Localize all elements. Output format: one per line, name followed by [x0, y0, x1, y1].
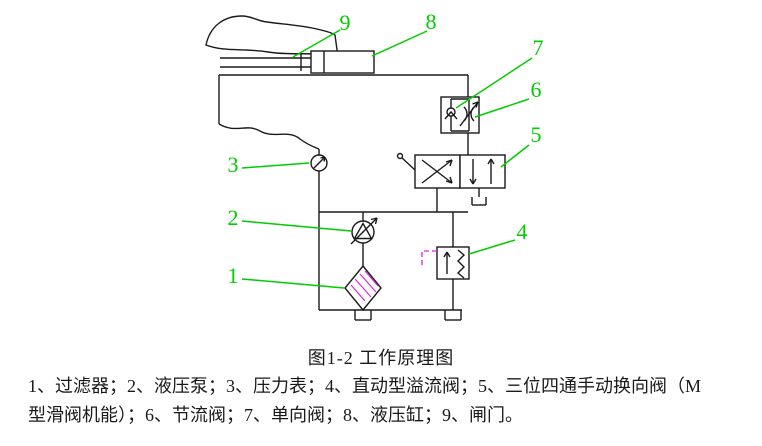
circuit-lines — [205, 15, 506, 321]
tank-symbol-right — [444, 310, 462, 321]
legend-line-2: 型滑阀机能）；6、节流阀；7、单向阀；8、液压缸；9、闸门。 — [28, 405, 523, 425]
leader-5 — [500, 144, 530, 168]
filter-hatch — [350, 270, 379, 302]
directional-valve-symbol — [396, 152, 506, 206]
leader-7 — [455, 57, 533, 109]
label-4: 4 — [517, 219, 528, 244]
relief-valve-symbol — [436, 246, 470, 280]
valve-tank-port — [471, 188, 487, 206]
label-1: 1 — [228, 263, 239, 288]
leader-1 — [241, 278, 345, 289]
pump-symbol — [350, 217, 378, 245]
label-7: 7 — [533, 35, 544, 60]
label-6: 6 — [531, 77, 542, 102]
figure-legend: 1、过滤器；2、液压泵；3、压力表；4、直动型溢流阀；5、三位四通手动换向阀（M… — [28, 372, 748, 430]
piston-rod — [220, 53, 311, 71]
check-valve-throttle-block — [440, 96, 480, 134]
figure-caption: 图1-2 工作原理图 — [307, 348, 455, 368]
leader-2 — [241, 220, 352, 232]
leader-3 — [241, 162, 310, 169]
label-9: 9 — [340, 10, 351, 35]
number-labels: 9 8 7 6 5 4 3 2 1 — [228, 9, 544, 288]
pilot-line-dashed — [421, 250, 437, 267]
label-3: 3 — [228, 152, 239, 177]
manual-lever-icon — [396, 152, 416, 171]
label-2: 2 — [228, 205, 239, 230]
body-outline — [218, 74, 468, 150]
check-valve-symbol — [444, 107, 458, 120]
cylinder-symbol — [310, 50, 375, 74]
tank-symbol-left — [354, 310, 372, 321]
pressure-gauge-symbol — [310, 154, 328, 172]
spring-icon — [456, 249, 466, 279]
gate-symbol — [205, 15, 339, 58]
leader-8 — [371, 30, 428, 57]
throttle-valve-symbol — [459, 101, 479, 127]
leader-6 — [474, 98, 530, 118]
leader-4 — [468, 239, 516, 255]
label-5: 5 — [531, 122, 542, 147]
pipe-lines — [318, 75, 469, 311]
leader-9 — [292, 29, 341, 58]
leader-lines — [241, 29, 533, 289]
legend-line-1: 1、过滤器；2、液压泵；3、压力表；4、直动型溢流阀；5、三位四通手动换向阀（M — [28, 376, 702, 396]
label-8: 8 — [426, 9, 437, 34]
